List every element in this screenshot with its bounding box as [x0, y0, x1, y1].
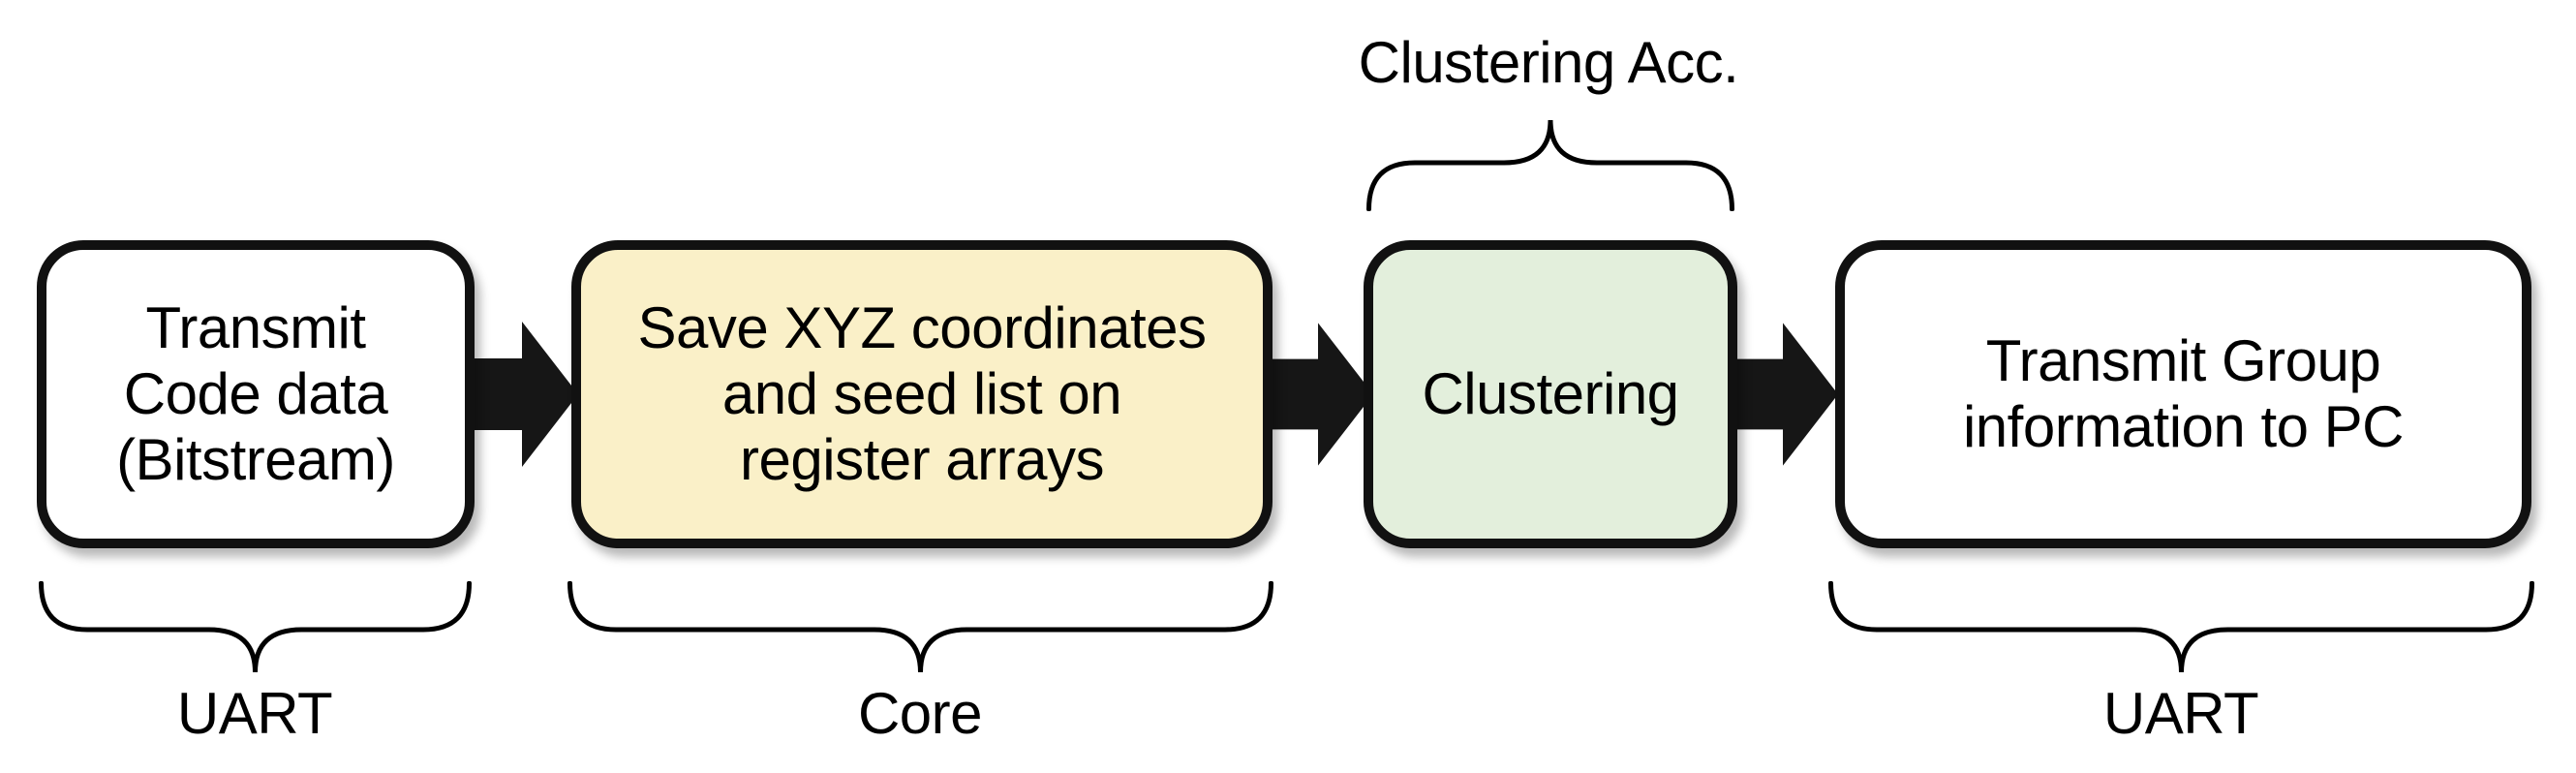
box-text-line: and seed list on [721, 361, 1122, 426]
box-text-line: information to PC [1962, 394, 2405, 459]
box-text-line: Save XYZ coordinates [637, 295, 1207, 360]
curly-brace-under-uart-left [39, 581, 472, 673]
box-text-line: register arrays [740, 427, 1104, 492]
flow-box-transmit-code: Transmit Code data (Bitstream) [37, 240, 475, 548]
box-text-line: Transmit [145, 295, 366, 360]
clustering-acc-label: Clustering Acc. [1358, 30, 1739, 95]
box-text-line: Transmit Group [1985, 328, 2381, 393]
flow-box-transmit-group: Transmit Group information to PC [1835, 240, 2531, 548]
flow-box-save-xyz: Save XYZ coordinates and seed list on re… [571, 240, 1273, 548]
box-text-line: Code data [123, 361, 388, 426]
group-label-uart-left: UART [176, 681, 333, 746]
box-text-line: Clustering [1422, 361, 1679, 426]
curly-brace-over-clustering [1366, 119, 1734, 211]
arrow-right-icon [468, 322, 578, 467]
arrow-right-icon [1730, 323, 1838, 466]
group-label-core: Core [857, 681, 983, 746]
group-label-uart-right: UART [2102, 681, 2259, 746]
flow-box-clustering: Clustering [1364, 240, 1737, 548]
curly-brace-under-uart-right [1828, 581, 2534, 673]
box-text-line: (Bitstream) [116, 427, 395, 492]
arrow-right-icon [1265, 323, 1373, 466]
curly-brace-under-core [567, 581, 1273, 673]
